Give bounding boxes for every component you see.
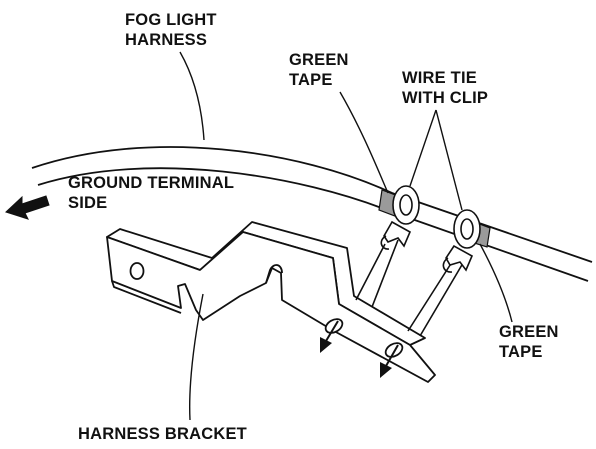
fog-light-harness-label-line2: HARNESS [125,31,208,49]
wire-tie-with-clip-label: WIRE TIE WITH CLIP [402,68,488,108]
green-tape-top-label: GREEN TAPE [289,50,349,90]
wire-tie-label-line1: WIRE TIE [402,69,477,87]
fog-light-harness-label-line1: FOG LIGHT [125,11,217,29]
green-tape-bottom-label-line1: GREEN [499,323,559,341]
wire-tie-clip-left [380,185,420,250]
leader-lines [179,51,513,421]
harness-bracket-label: HARNESS BRACKET [78,425,247,443]
fog-light-harness [31,146,593,282]
bolt-arrow-right [380,344,399,378]
fog-light-harness-label: FOG LIGHT HARNESS [125,10,217,50]
harness-bracket [106,221,436,383]
clip-stems [355,239,467,337]
green-tape-top-label-line2: TAPE [289,71,333,89]
ground-terminal-side-label: GROUND TERMINAL SIDE [68,173,234,213]
green-tape-bottom-label-line2: TAPE [499,343,543,361]
ground-terminal-label-line1: GROUND TERMINAL [68,174,235,192]
green-tape-bottom-label: GREEN TAPE [499,322,559,362]
green-tape-top-label-line1: GREEN [289,51,349,69]
ground-direction-arrow [5,195,50,220]
wire-tie-clip-right [442,209,481,273]
ground-terminal-label-line2: SIDE [68,194,108,212]
wire-tie-label-line2: WITH CLIP [402,89,489,107]
bolt-arrow-left [320,320,339,353]
